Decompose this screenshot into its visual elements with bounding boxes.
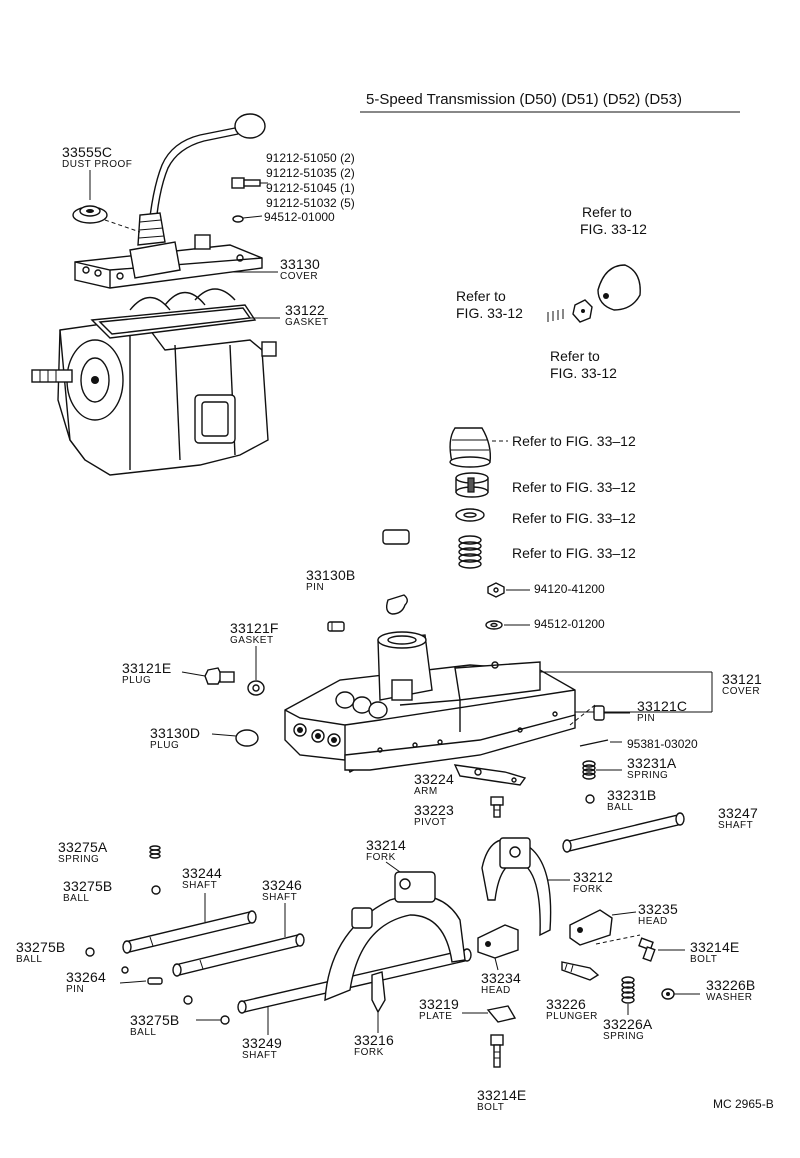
label-33275b-3: 33275B BALL — [130, 1012, 180, 1038]
bolt-item: 91212-51032 (5) — [266, 196, 355, 210]
label-33244: 33244 SHAFT — [182, 865, 222, 891]
shift-lever-drawing — [382, 309, 573, 618]
head-33235-part — [569, 909, 641, 946]
shaft-33249-part — [237, 948, 472, 1035]
gasket-33121f-part — [247, 646, 265, 696]
label-33226a: 33226A SPRING — [603, 1016, 653, 1042]
pivot-33223-part — [490, 796, 504, 818]
plunger-33226-part — [561, 961, 600, 981]
bolt-item: 91212-51050 (2) — [266, 151, 355, 165]
shaft-33244-part — [122, 893, 257, 954]
refer-lever: Refer to FIG. 33-12 — [456, 288, 523, 321]
label-33226: 33226 PLUNGER — [546, 996, 598, 1022]
label-33214e-bottom: 33214E BOLT — [477, 1087, 527, 1113]
cover-bolt-part — [231, 177, 268, 223]
bolt-list: 91212-51050 (2) 91212-51035 (2) 91212-51… — [266, 151, 355, 211]
label-33122: 33122 GASKET — [285, 302, 329, 328]
label-94512-01000: 94512-01000 — [264, 210, 335, 224]
label-33555c: 33555C DUST PROOF — [62, 144, 133, 170]
label-33246: 33246 SHAFT — [262, 877, 302, 903]
ball-33275b-1-part — [151, 885, 161, 895]
spring-33226a-part — [621, 976, 635, 1015]
refer-spring: Refer to FIG. 33–12 — [512, 545, 636, 561]
label-94512-01200: 94512-01200 — [534, 617, 605, 631]
spring-33231a-part — [582, 760, 622, 780]
dust-proof-part — [72, 170, 141, 233]
label-95381-03020: 95381-03020 — [627, 737, 698, 751]
label-33247: 33247 SHAFT — [718, 805, 758, 831]
label-33275b-1: 33275B BALL — [63, 878, 113, 904]
lever-nut-part — [572, 299, 593, 323]
bolt-33214e-bottom-part — [490, 1034, 504, 1068]
label-33121e: 33121E PLUG — [122, 660, 172, 686]
refer-boot: Refer to FIG. 33–12 — [512, 433, 636, 449]
bolt-item: 91212-51045 (1) — [266, 181, 355, 195]
washer-33226b-part — [661, 988, 700, 1000]
bolt-item: 91212-51035 (2) — [266, 166, 355, 180]
pin-95381-part — [579, 739, 622, 747]
label-33214e-right: 33214E BOLT — [690, 939, 740, 965]
label-33214: 33214 FORK — [366, 837, 406, 863]
diagram-title: 5-Speed Transmission (D50) (D51) (D52) (… — [366, 91, 682, 108]
lever-washer-part — [455, 508, 485, 522]
label-33231b: 33231B BALL — [607, 787, 657, 813]
footer-code: MC 2965-B — [713, 1097, 774, 1111]
label-33226b: 33226B WASHER — [706, 977, 756, 1003]
label-33224: 33224 ARM — [414, 771, 454, 797]
label-33234: 33234 HEAD — [481, 970, 521, 996]
plug-33121e-part — [181, 667, 235, 685]
pin-33121c-part — [593, 705, 630, 721]
pin-33264-part — [119, 977, 163, 985]
label-33223: 33223 PIVOT — [414, 802, 454, 828]
label-33235: 33235 HEAD — [638, 901, 678, 927]
shift-knob-part — [597, 264, 641, 311]
refer-knob: Refer to FIG. 33-12 — [580, 204, 647, 237]
head-33234-part — [477, 924, 519, 971]
fork-33214-part — [324, 861, 466, 1002]
label-33231a: 33231A SPRING — [627, 755, 677, 781]
label-33212: 33212 FORK — [573, 869, 613, 895]
washer-94512-part — [485, 620, 530, 630]
bolt-33214e-right-part — [638, 937, 685, 962]
nut-94120-part — [487, 582, 530, 598]
label-33130d: 33130D PLUG — [150, 725, 201, 751]
label-33130b: 33130B PIN — [306, 567, 356, 593]
lever-bushing-part — [455, 472, 489, 498]
fork-33216-part — [371, 971, 386, 1033]
label-33219: 33219 PLATE — [419, 996, 459, 1022]
plug-33130d-part — [211, 729, 259, 747]
label-33130: 33130 COVER — [280, 256, 320, 282]
arm-33224-part — [453, 764, 527, 786]
shaft-33247-part — [562, 812, 685, 853]
label-33216: 33216 FORK — [354, 1032, 394, 1058]
pin-33130b-part — [327, 621, 345, 632]
refer-nut: Refer to FIG. 33-12 — [550, 348, 617, 381]
ball-33275b-2-part — [183, 995, 193, 1005]
ball-33275b-3-part — [220, 1015, 230, 1025]
shaft-33246-part — [172, 903, 305, 977]
label-94120-41200: 94120-41200 — [534, 582, 605, 596]
refer-washer: Refer to FIG. 33–12 — [512, 510, 636, 526]
label-33249: 33249 SHAFT — [242, 1035, 282, 1061]
label-33275b-2: 33275B BALL — [16, 939, 66, 965]
ball-33231b-part — [585, 794, 595, 804]
ball-33275b-0-part — [85, 947, 95, 957]
spring-33275a-part — [149, 845, 161, 859]
label-33264: 33264 PIN — [66, 969, 106, 995]
lever-boot-part — [449, 427, 492, 468]
label-33121f: 33121F GASKET — [230, 620, 279, 646]
refer-bushing: Refer to FIG. 33–12 — [512, 479, 636, 495]
label-33275a: 33275A SPRING — [58, 839, 108, 865]
plate-33219-part — [462, 1005, 517, 1023]
lever-spring-part — [458, 535, 482, 569]
shift-cover-drawing — [284, 631, 576, 773]
label-33121c: 33121C PIN — [637, 698, 688, 724]
label-33121: 33121 COVER — [722, 671, 762, 697]
fork-33212-part — [481, 837, 570, 937]
transmission-assembly-drawing — [31, 113, 277, 476]
